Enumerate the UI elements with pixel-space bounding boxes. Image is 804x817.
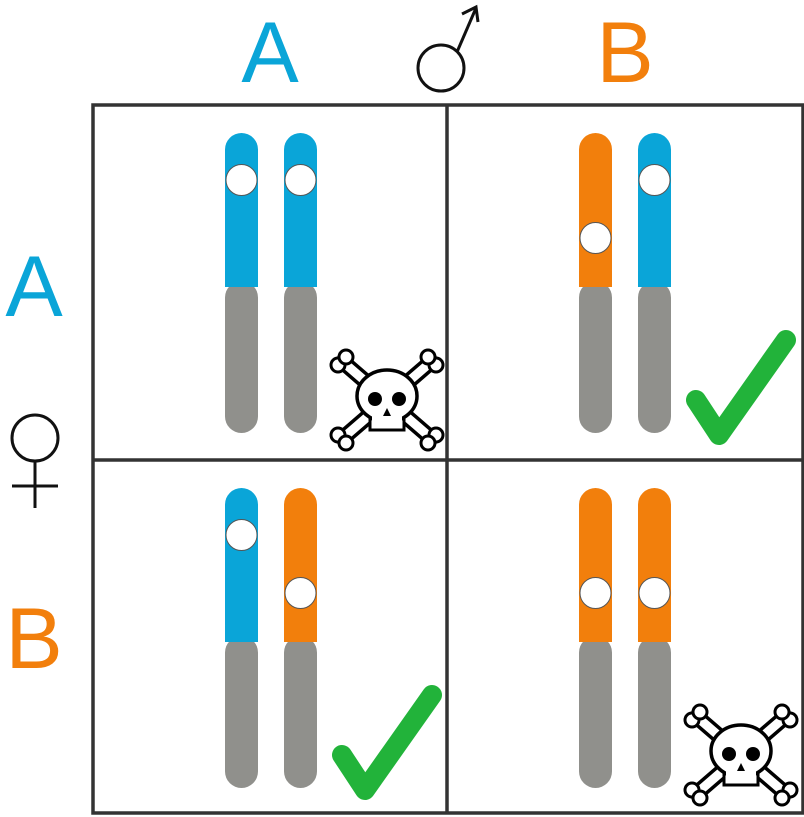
bone-end bbox=[337, 348, 355, 366]
chromosome-gray-arm bbox=[284, 281, 317, 433]
chromosome-b bbox=[638, 488, 671, 788]
bone-end bbox=[419, 434, 437, 452]
chromosome-gray-arm bbox=[284, 636, 317, 788]
centromere bbox=[638, 164, 671, 196]
chromosome-a bbox=[225, 133, 258, 433]
skull-crossbones-icon bbox=[683, 703, 799, 807]
chromosome-a bbox=[225, 488, 258, 788]
chromosome-allele-arm-base bbox=[638, 626, 671, 642]
chromosome-gray-arm bbox=[225, 636, 258, 788]
centromere bbox=[225, 164, 258, 196]
centromere bbox=[225, 519, 258, 551]
male-allele-a-label: A bbox=[241, 5, 299, 101]
chromosome-gray-arm bbox=[638, 281, 671, 433]
centromere bbox=[638, 577, 671, 609]
chromosome-allele-arm-base bbox=[225, 626, 258, 642]
skull-eye bbox=[392, 392, 406, 406]
male-symbol-icon bbox=[416, 4, 480, 93]
chromosome-b bbox=[579, 488, 612, 788]
punnett-cell bbox=[579, 488, 799, 807]
chromosome-allele-arm bbox=[579, 488, 612, 642]
bone-end bbox=[773, 703, 791, 721]
chromosome-allele-arm-base bbox=[284, 626, 317, 642]
chromosome-b bbox=[579, 133, 612, 433]
centromere bbox=[579, 577, 612, 609]
skull-eye bbox=[746, 747, 760, 761]
centromere bbox=[284, 164, 317, 196]
skull-crossbones-icon bbox=[329, 348, 445, 452]
chromosome-gray-arm bbox=[579, 281, 612, 433]
chromosome-a bbox=[284, 133, 317, 433]
chromosome-allele-arm bbox=[579, 133, 612, 287]
bone-end bbox=[691, 789, 709, 807]
punnett-cell bbox=[579, 133, 796, 445]
skull-nose bbox=[383, 408, 391, 416]
chromosome-allele-arm-base bbox=[579, 271, 612, 287]
chromosome-gray-arm bbox=[638, 636, 671, 788]
chromosome-gray-arm bbox=[225, 281, 258, 433]
centromere bbox=[284, 577, 317, 609]
chromosome-gray-arm bbox=[579, 636, 612, 788]
punnett-cell bbox=[225, 133, 445, 452]
centromere bbox=[579, 222, 612, 254]
bone-end bbox=[773, 789, 791, 807]
bone-end bbox=[691, 703, 709, 721]
skull-eye bbox=[368, 392, 382, 406]
chromosome-allele-arm bbox=[225, 488, 258, 642]
skull-nose bbox=[737, 763, 745, 771]
chromosome-allele-arm-base bbox=[579, 626, 612, 642]
skull-jaw-fill bbox=[726, 765, 756, 783]
chromosome-allele-arm-base bbox=[225, 271, 258, 287]
skull-eye bbox=[722, 747, 736, 761]
chromosome-a bbox=[638, 133, 671, 433]
chromosome-allele-arm-base bbox=[638, 271, 671, 287]
female-allele-b-label: B bbox=[5, 591, 62, 687]
female-symbol-icon bbox=[10, 413, 60, 508]
punnett-grid bbox=[91, 103, 804, 815]
checkmark-icon bbox=[686, 330, 796, 445]
checkmark-icon bbox=[332, 685, 442, 800]
chromosome-allele-arm bbox=[638, 488, 671, 642]
bone-end bbox=[419, 348, 437, 366]
chromosome-allele-arm-base bbox=[284, 271, 317, 287]
chromosome-allele-arm bbox=[225, 133, 258, 287]
female-allele-a-label: A bbox=[5, 239, 63, 335]
chromosome-allele-arm bbox=[638, 133, 671, 287]
male-allele-b-label: B bbox=[596, 5, 653, 101]
chromosome-allele-arm bbox=[284, 488, 317, 642]
bone-end bbox=[337, 434, 355, 452]
punnett-cell bbox=[225, 488, 442, 800]
chromosome-b bbox=[284, 488, 317, 788]
skull-jaw-fill bbox=[372, 410, 402, 428]
chromosome-allele-arm bbox=[284, 133, 317, 287]
